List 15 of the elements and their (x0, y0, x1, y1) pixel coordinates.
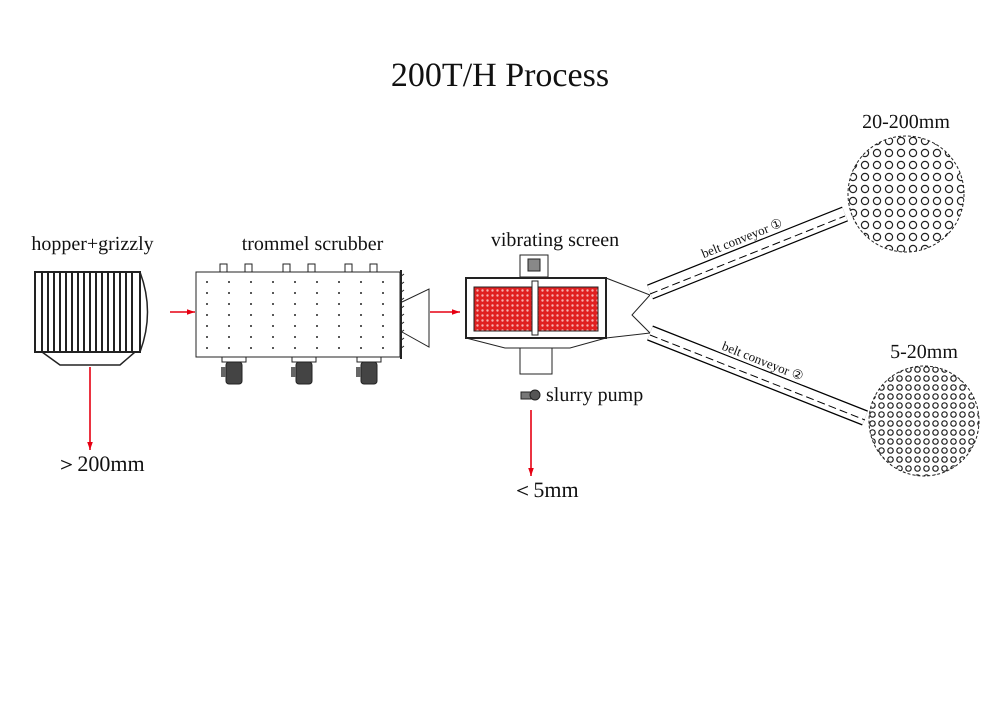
equipment-label: 20-200mm (862, 110, 950, 135)
flow-arrow (87, 367, 93, 450)
flow-arrow (528, 410, 534, 476)
equipment-label: vibrating screen (490, 228, 620, 253)
flow-arrow (430, 309, 460, 315)
size-label: ＜5mm (511, 476, 579, 504)
equipment-label: slurry pump (546, 382, 644, 408)
equipment-label: 5-20mm (890, 340, 958, 365)
size-label: ＞200mm (55, 450, 145, 478)
flow-arrow (170, 309, 195, 315)
belt-conveyor (647, 326, 868, 426)
equipment-label: trommel scrubber (242, 232, 384, 257)
equipment-label: hopper+grizzly (31, 232, 154, 257)
belt-conveyor (647, 206, 848, 300)
diagram-title: 200T/H Process (390, 56, 610, 96)
